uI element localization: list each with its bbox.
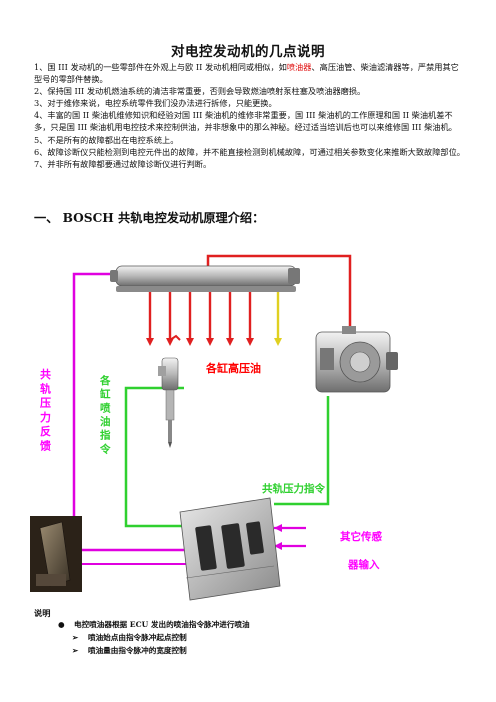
common-rail-diagram: 各缸高压油 共轨压力指令 其它传感 器输入 共轨压力反馈 各缸喷油指令 [30, 254, 398, 601]
label-rail-feedback: 共轨压力反馈 [40, 367, 51, 453]
sensor-input-arrow-1 [274, 524, 282, 532]
note-2: 2、保持国 III 发动机燃油系统的清洁非常重要，否则会导致燃油喷射泵柱塞及喷油… [34, 86, 366, 97]
sensor-input-arrow-2 [274, 542, 282, 550]
label-injector-command: 各缸喷油指令 [99, 374, 111, 455]
note-6: 6、故障诊断仪只能检测到电控元件出的故障，并不能直接检测到机械故障，可通过相关参… [34, 146, 465, 157]
legend-sub-2: ➢喷油量由指令脉冲的宽度控制 [72, 646, 187, 655]
section-heading: 一、 BOSCH 共轨电控发动机原理介绍： [34, 211, 265, 225]
label-rail-command: 共轨压力指令 [262, 482, 325, 495]
ecu [179, 497, 281, 601]
rail-feedback-wire [72, 272, 118, 324]
bullet-dot-icon: ● [58, 620, 65, 629]
note-4: 4、丰富的国 II 柴油机维修知识和经验对国 III 柴油机的维修非常重要，国 … [34, 110, 457, 133]
rail-command-wire [274, 396, 330, 506]
note-3: 3、对于维修来说，电控系统零件我们没办法进行拆修，只能更换。 [34, 98, 277, 109]
pipe-arrows [146, 338, 282, 346]
injector [158, 334, 181, 448]
label-other-sensors-1: 其它传感 [340, 530, 382, 543]
injector-pipes [148, 292, 280, 338]
legend-list: ●电控喷油器根据 ECU 发出的喷油指令脉冲进行喷油 ➢喷油始点由指令脉冲起点控… [44, 618, 250, 657]
note-7: 7、并非所有故障都要通过故障诊断仪进行判断。 [34, 158, 212, 169]
high-pressure-pump [315, 326, 398, 393]
high-pressure-line [206, 254, 352, 330]
page-title: 对电控发动机的几点说明 [171, 44, 325, 60]
injector-command-wire [124, 386, 186, 528]
label-other-sensors-2: 器输入 [347, 558, 380, 571]
arrow-bullet-icon: ➢ [72, 633, 79, 642]
legend-title: 说明 [34, 608, 51, 618]
accelerator-pedal [30, 516, 82, 592]
note-5: 5、不是所有的故障都出在电控系统上。 [34, 134, 179, 145]
notes-list: 1、国 III 发动机的一些零部件在外观上与欧 II 发动机相同或相似，如喷油器… [34, 61, 466, 170]
note-1: 1、国 III 发动机的一些零部件在外观上与欧 II 发动机相同或相似，如喷油器… [34, 62, 459, 85]
note-1-highlight: 喷油器 [286, 62, 312, 72]
legend-sub-1: ➢喷油始点由指令脉冲起点控制 [72, 633, 187, 642]
label-cylinder-pressure: 各缸高压油 [205, 361, 261, 375]
common-rail [110, 265, 300, 292]
legend-bullet-1: ●电控喷油器根据 ECU 发出的喷油指令脉冲进行喷油 [58, 620, 250, 629]
arrow-bullet-icon: ➢ [72, 646, 79, 655]
